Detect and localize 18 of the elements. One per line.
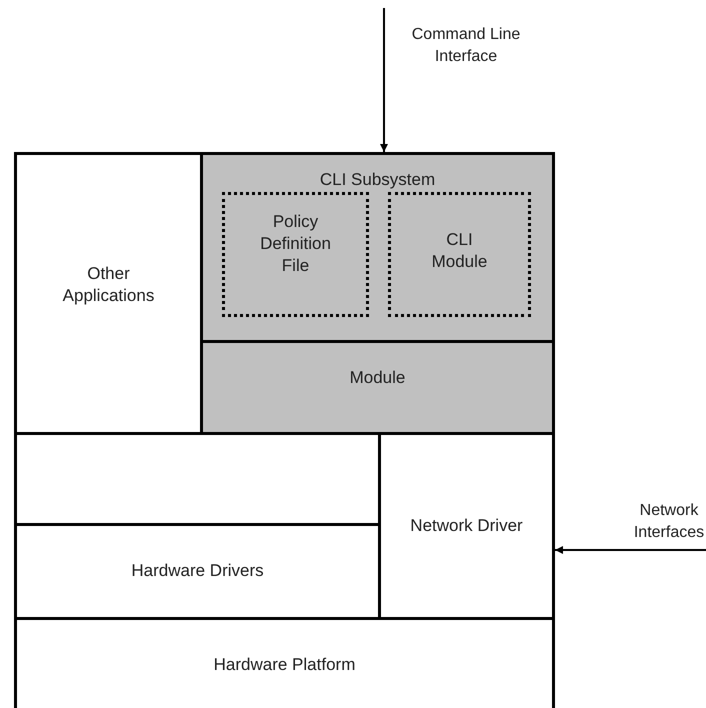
block-label: CLI Module xyxy=(430,229,488,273)
module-block xyxy=(388,192,531,317)
edge-label: Network Interfaces xyxy=(632,501,706,543)
block-label: Other Applications xyxy=(62,263,156,307)
platform-block xyxy=(14,617,555,708)
file-block xyxy=(222,192,369,317)
block-label: Network Driver xyxy=(409,515,524,537)
block-label: Hardware Drivers xyxy=(130,560,265,582)
arrow xyxy=(380,8,388,152)
module-block xyxy=(200,340,555,435)
subsystem-block xyxy=(200,152,555,343)
block-label: CLI Subsystem xyxy=(318,169,436,191)
edge-label: Command Line Interface xyxy=(410,25,522,67)
application-block xyxy=(14,152,203,435)
arrow xyxy=(555,546,706,554)
block-label: Hardware Platform xyxy=(212,654,356,676)
block-label: Policy Definition File xyxy=(259,211,332,277)
block-label: Module xyxy=(348,367,406,389)
